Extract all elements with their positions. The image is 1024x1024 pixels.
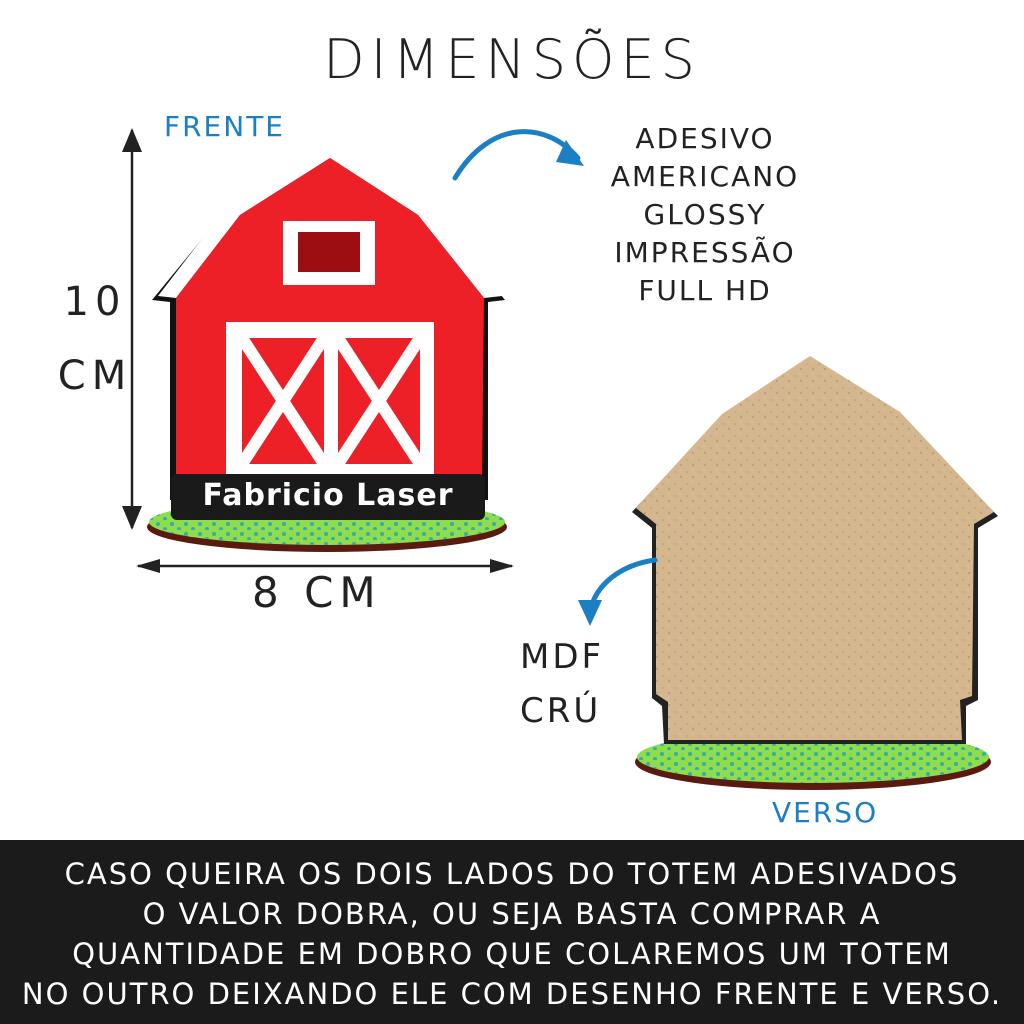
feature-item: GLOSSY	[643, 198, 767, 231]
footer-text: CASO QUEIRA OS DOIS LADOS DO TOTEM ADESI…	[0, 854, 1024, 1014]
feature-item: IMPRESSÃO	[614, 236, 796, 269]
width-arrow	[136, 559, 514, 573]
arrow-to-features	[452, 129, 584, 181]
brand-plate: Fabricio Laser	[202, 478, 454, 513]
features-list: ADESIVO AMERICANO GLOSSY IMPRESSÃO FULL …	[600, 120, 810, 310]
footer-line: QUANTIDADE EM DOBRO QUE COLAREMOS UM TOT…	[72, 937, 952, 971]
front-barn	[147, 140, 507, 552]
arrow-to-mdf	[578, 557, 658, 626]
width-label: 8 CM	[252, 568, 382, 617]
back-barn	[632, 356, 998, 790]
height-unit: CM	[57, 353, 133, 399]
feature-item: ADESIVO	[635, 122, 775, 155]
back-label: VERSO	[772, 796, 879, 829]
footer-line: NO OUTRO DEIXANDO ELE COM DESENHO FRENTE…	[21, 977, 1003, 1011]
footer-line: O VALOR DOBRA, OU SEJA BASTA COMPRAR A	[142, 897, 882, 931]
footer-line: CASO QUEIRA OS DOIS LADOS DO TOTEM ADESI…	[64, 857, 960, 891]
page-title: DIMENSÕES	[323, 28, 701, 91]
material-line: MDF	[520, 637, 605, 677]
feature-item: AMERICANO	[610, 160, 800, 193]
front-label: FRENTE	[164, 110, 285, 143]
material-label: MDF CRÚ	[520, 630, 604, 738]
feature-item: FULL HD	[638, 274, 772, 307]
footer-banner: CASO QUEIRA OS DOIS LADOS DO TOTEM ADESI…	[0, 840, 1024, 1024]
height-label: 10 CM	[40, 265, 150, 413]
height-arrow	[122, 128, 142, 530]
height-value: 10	[63, 279, 127, 325]
material-line: CRÚ	[520, 691, 602, 731]
